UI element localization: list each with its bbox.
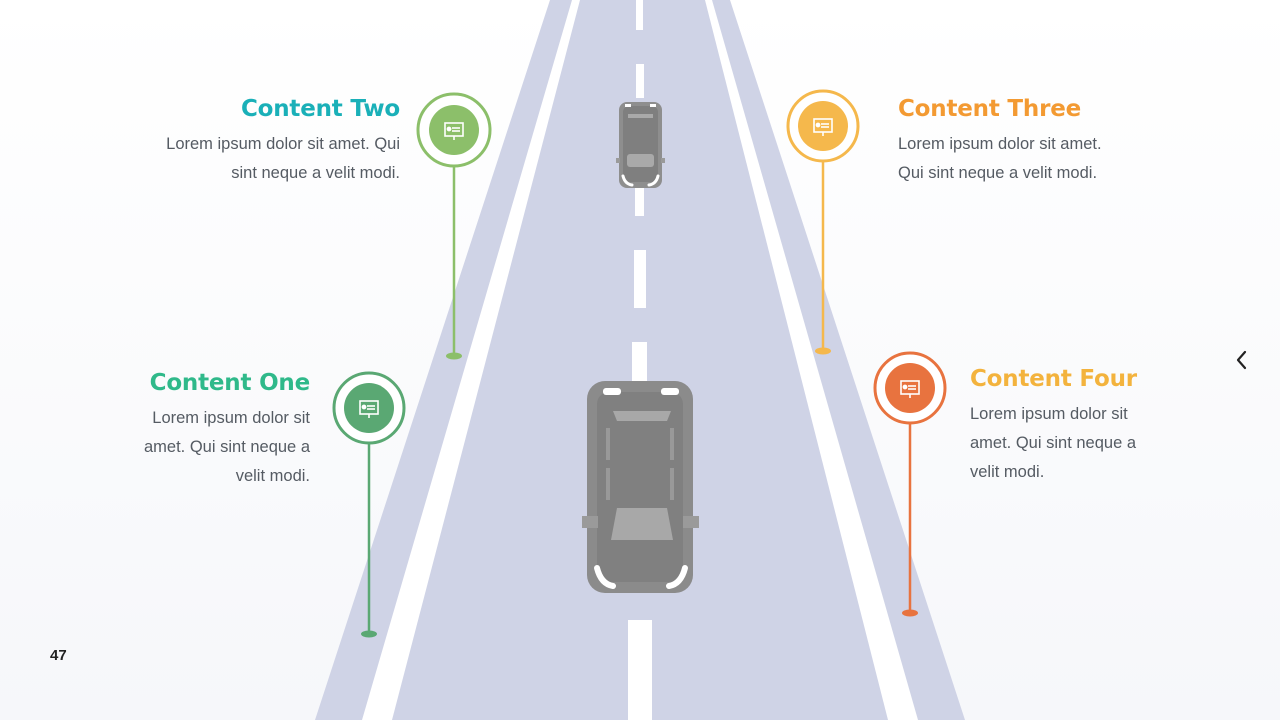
content-three-line-1: Lorem ipsum dolor sit amet. — [898, 135, 1102, 153]
content-one-line-1: Lorem ipsum dolor sit — [152, 409, 310, 427]
content-three-line-2: Qui sint neque a velit modi. — [898, 164, 1098, 182]
car-small — [616, 102, 665, 188]
content-two-title: Content Two — [240, 96, 400, 122]
presentation-icon — [359, 400, 379, 418]
presentation-icon — [900, 380, 920, 398]
road-edge-line-left — [362, 0, 580, 720]
content-one-block: Content One Lorem ipsum dolor sit amet. … — [120, 368, 310, 491]
content-four-title: Content Four — [970, 366, 1137, 392]
content-two-line-1: Lorem ipsum dolor sit amet. Qui — [166, 135, 400, 153]
content-four-line-1: Lorem ipsum dolor sit — [970, 405, 1128, 423]
page-number: 47 — [50, 647, 67, 664]
content-one-line-2: amet. Qui sint neque a — [143, 438, 310, 456]
presentation-icon — [444, 122, 464, 140]
previous-slide-button[interactable] — [1230, 346, 1254, 374]
content-three-title: Content Three — [898, 96, 1082, 122]
content-three-block: Content Three Lorem ipsum dolor sit amet… — [898, 94, 1138, 188]
content-four-line-3: velit modi. — [970, 463, 1045, 481]
content-four-block: Content Four Lorem ipsum dolor sit amet.… — [970, 364, 1160, 487]
presentation-icon — [813, 118, 833, 136]
pin-content-one — [332, 371, 406, 638]
car-large — [582, 381, 699, 593]
content-four-line-2: amet. Qui sint neque a — [970, 434, 1137, 452]
content-two-line-2: sint neque a velit modi. — [231, 164, 400, 182]
content-one-title: Content One — [149, 370, 311, 396]
content-two-block: Content Two Lorem ipsum dolor sit amet. … — [140, 94, 400, 188]
pin-content-two — [416, 92, 492, 360]
road-edge-line-right — [705, 0, 918, 720]
chevron-left-icon — [1236, 350, 1247, 370]
pin-content-four — [873, 351, 947, 617]
pin-content-three — [786, 89, 860, 355]
content-one-line-3: velit modi. — [235, 467, 310, 485]
